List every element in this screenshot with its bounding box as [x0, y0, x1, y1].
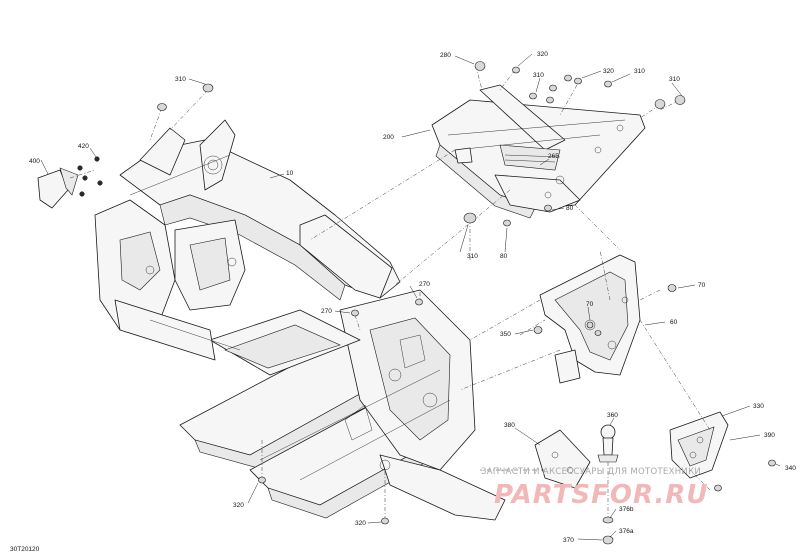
watermark: ЗАПЧАСТИ И АКСЕССУАРЫ ДЛЯ МОТОТЕХНИКИ PA… — [481, 467, 708, 510]
skid-plate-bracket — [534, 429, 591, 489]
nut-320-d — [564, 74, 572, 82]
callout-10: 10 — [286, 170, 294, 177]
callout-200: 200 — [383, 134, 394, 141]
callout-370: 370 — [563, 537, 574, 544]
leader-lines — [40, 53, 781, 541]
callout-280: 280 — [440, 52, 451, 59]
front-bracket — [539, 254, 641, 384]
callout-350: 350 — [500, 331, 511, 338]
callout-70-a: 70 — [698, 282, 706, 289]
callout-310-d: 310 — [669, 76, 680, 83]
washer-376b — [602, 516, 614, 524]
nut-270-b — [351, 309, 359, 317]
front-cross-member — [431, 84, 646, 219]
nut-320-c — [549, 84, 557, 92]
callout-310-e: 310 — [467, 253, 478, 260]
callout-270-a: 270 — [419, 281, 430, 288]
nut-420-e — [79, 191, 85, 197]
nut-420-b — [77, 165, 83, 171]
callout-80-b: 80 — [566, 205, 574, 212]
hardware — [77, 61, 776, 545]
nut-320-f — [546, 96, 554, 104]
callout-265: 265 — [548, 153, 559, 160]
nut-340-b — [768, 459, 776, 467]
hitch-plate — [669, 411, 729, 479]
callout-376b: 376b — [619, 506, 634, 513]
nut-420-a — [94, 156, 100, 162]
callout-360: 360 — [607, 412, 618, 419]
hitch-ball — [597, 424, 619, 463]
callout-400: 400 — [29, 158, 40, 165]
nut-80-c — [594, 330, 602, 336]
nut-340-a — [714, 484, 722, 492]
bolt-70-a — [667, 284, 677, 292]
callout-320-c: 320 — [233, 502, 244, 509]
nut-320-b — [529, 92, 537, 100]
nut-420-d — [97, 180, 103, 186]
callout-420: 420 — [78, 143, 89, 150]
nut-320-g — [604, 80, 612, 88]
callout-270-b: 270 — [321, 308, 332, 315]
figure-code: 30T20120 — [10, 546, 40, 553]
callout-310-b: 310 — [533, 72, 544, 79]
main-frame — [94, 119, 506, 521]
assembly-lines — [69, 65, 711, 520]
nut-320-e — [574, 77, 582, 85]
watermark-logo: PARTSFOR.RU — [494, 480, 708, 510]
nut-420-c — [82, 175, 88, 181]
callout-340: 340 — [785, 465, 796, 472]
bushing-310-a — [202, 83, 214, 93]
nut-270-a — [415, 298, 423, 306]
callout-310-c: 310 — [634, 68, 645, 75]
callout-labels: 10 200 265 280 310 310 310 310 310 320 3… — [29, 51, 796, 544]
bolt-70-b — [586, 321, 594, 329]
callout-60: 60 — [670, 319, 678, 326]
callout-320-b: 320 — [603, 68, 614, 75]
nut-320-i — [381, 517, 389, 525]
nut-320-h — [258, 476, 266, 484]
nut-280 — [474, 61, 486, 71]
callout-376a: 376a — [619, 528, 634, 535]
watermark-caption: ЗАПЧАСТИ И АКСЕССУАРЫ ДЛЯ МОТОТЕХНИКИ — [481, 467, 701, 477]
callout-390: 390 — [764, 432, 775, 439]
bushing-310-b — [157, 103, 167, 111]
nut-350 — [533, 326, 543, 334]
callout-320-a: 320 — [537, 51, 548, 58]
bushing-310-d — [674, 95, 686, 105]
callout-310-a: 310 — [175, 76, 186, 83]
bushing-310-e — [463, 212, 477, 224]
callout-320-d: 320 — [355, 520, 366, 527]
side-bracket — [37, 167, 79, 209]
nut-320-a — [512, 66, 520, 74]
callout-380: 380 — [504, 422, 515, 429]
callout-70-b: 70 — [586, 301, 594, 308]
callout-80-a: 80 — [500, 253, 508, 260]
nut-80-a — [503, 219, 511, 227]
callout-330: 330 — [753, 403, 764, 410]
nut-80-b — [544, 204, 552, 212]
bushing-310-c — [654, 99, 666, 109]
nut-376a — [602, 535, 614, 545]
